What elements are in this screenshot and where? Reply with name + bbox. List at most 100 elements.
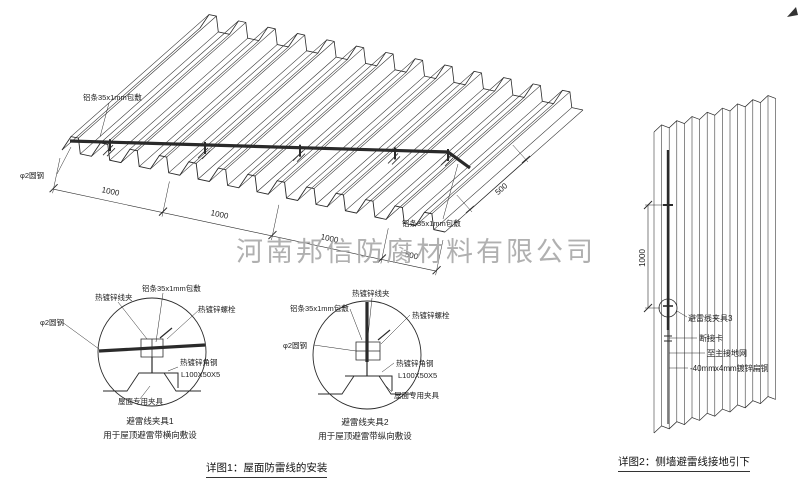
detail-1-clamp-horizontal: 热镀锌线夹 铝条35x1mm包敷 热镀锌螺栓 φ2圆钢 热镀锌角钢 L100X5… <box>40 283 236 440</box>
label-disconnect-link: 断接卡 <box>699 333 723 343</box>
detail-2-clamp-longitudinal: 铝条35x1mm包敷 热镀锌线夹 热镀锌螺栓 φ2圆钢 热镀锌角钢 L100X5… <box>283 288 450 441</box>
label-angle-steel: 热镀锌角钢 <box>396 358 434 368</box>
drawing-stroke <box>271 204 280 241</box>
drawing-stroke <box>70 14 210 137</box>
label-round-steel: φ2圆钢 <box>20 170 44 180</box>
drawing-stroke <box>286 75 425 199</box>
dim-text-1000-a: 1000 <box>101 185 121 198</box>
leader-line <box>167 366 179 372</box>
label-round-steel: φ2圆钢 <box>40 317 64 327</box>
wall-drawing: 1000 避雷线夹具3 断接卡 至主接地网 -40mmx4mm镀锌扁钢 <box>638 95 776 434</box>
detail-1-subtitle: 用于屋顶避雷带横向敷设 <box>103 430 197 440</box>
drawing-stroke <box>433 107 572 230</box>
label-flat-steel: -40mmx4mm镀锌扁钢 <box>690 363 769 373</box>
drawing-stroke <box>402 85 541 208</box>
drawing-stroke <box>343 72 482 196</box>
label-roof-fixture: 屋面专用夹具 <box>394 390 439 400</box>
clamp-bolt <box>159 327 173 339</box>
label-galv-bolt: 热镀锌螺栓 <box>198 304 236 314</box>
drawing-stroke <box>201 150 211 160</box>
leader-line <box>381 362 395 373</box>
drawing-stroke <box>139 44 278 167</box>
drawing-stroke <box>161 181 170 217</box>
label-galv-bolt: 热镀锌螺栓 <box>412 310 450 320</box>
drawing-stroke <box>209 59 348 182</box>
drawing-stroke <box>61 27 201 151</box>
label-aluminum-strip: 铝条35x1mm包敷 <box>290 303 349 313</box>
drawing-stroke <box>374 94 514 218</box>
label-angle-size: L100X50X5 <box>398 371 437 380</box>
roof-lightning-wire <box>69 139 471 170</box>
drawing-stroke <box>247 52 386 175</box>
drawing-stroke <box>227 63 366 186</box>
drawing-stroke <box>238 65 377 189</box>
leader-line <box>99 102 110 138</box>
drawing-stroke <box>107 22 247 145</box>
label-aluminum-strip-bottom: 铝条35x1mm包敷 <box>402 218 461 228</box>
drawing-stroke <box>80 31 219 155</box>
leader-line <box>367 297 373 337</box>
detail-2-circle <box>312 300 422 410</box>
roof-profile-section <box>103 372 201 392</box>
drawing-stroke <box>106 147 116 157</box>
caption-fig2: 详图2：侧墙避雷线接地引下 <box>618 454 750 472</box>
dim-text-500-bottom: 500 <box>404 250 419 262</box>
leader-line <box>166 308 201 340</box>
drawing-stroke <box>431 91 571 215</box>
drawing-stroke <box>61 136 446 233</box>
drawing-stroke <box>297 78 436 201</box>
drawing-stroke <box>456 194 473 213</box>
label-roof-fixture: 屋面专用夹具 <box>118 396 163 406</box>
drawing-stroke <box>179 53 319 176</box>
drawing-stroke <box>188 39 328 162</box>
drawing-stroke <box>100 20 239 144</box>
drawing-stroke <box>150 46 289 170</box>
drawing-stroke <box>653 95 776 133</box>
leader-line <box>56 146 72 175</box>
drawing-stroke <box>394 83 534 207</box>
roof-profile-section <box>318 375 416 395</box>
corner-mark <box>787 7 798 17</box>
drawing-stroke <box>78 15 217 139</box>
clamp-bolt <box>377 329 391 341</box>
drawing-stroke <box>512 144 529 163</box>
label-angle-steel: 热镀锌角钢 <box>180 357 218 367</box>
drawing-stroke <box>391 156 401 165</box>
leader-line <box>139 385 151 400</box>
leader-line <box>155 292 164 343</box>
caption-fig1: 详图1：屋面防雷线的安装 <box>206 460 328 478</box>
drawing-stroke <box>424 90 563 213</box>
dim-text-1000-c: 1000 <box>320 232 340 245</box>
drawing-stroke <box>435 239 444 276</box>
label-galv-clamp: 热镀锌线夹 <box>352 288 390 298</box>
drawing-stroke <box>166 34 305 158</box>
drawing-stroke <box>444 157 454 167</box>
detail-2-subtitle: 用于屋顶避雷带纵向敷设 <box>318 431 412 441</box>
drawing-stroke <box>102 144 114 156</box>
drawing-stroke <box>91 34 230 157</box>
label-round-steel-red: φ2圆钢 <box>283 340 307 350</box>
roof-isometric-corrugation <box>61 14 584 233</box>
label-aluminum-strip: 铝条35x1mm包敷 <box>142 283 201 293</box>
drawing-stroke <box>218 45 357 169</box>
wall-corrugation <box>653 95 776 434</box>
detail-1-circle <box>97 297 207 407</box>
drawing-stroke <box>372 79 512 202</box>
leader-line <box>442 163 459 220</box>
drawing-stroke <box>313 66 453 189</box>
detail-2-title: 避雷线夹具2 <box>341 417 389 427</box>
drawing-stroke <box>196 41 335 164</box>
dim-text-1000-b: 1000 <box>210 208 230 221</box>
label-wall-clamp3: 避雷线夹具3 <box>688 313 733 323</box>
drawing-stroke <box>404 101 543 224</box>
label-to-ground-grid: 至主接地网 <box>707 348 747 358</box>
drawing-stroke <box>335 71 475 194</box>
drawing-stroke <box>284 60 423 183</box>
drawing-stroke <box>256 69 396 192</box>
drawing-stroke <box>159 33 298 156</box>
drawing-stroke <box>653 396 776 434</box>
label-aluminum-strip-top: 铝条35x1mm包敷 <box>83 92 142 102</box>
leader-line <box>380 314 411 345</box>
roof-labels: 铝条35x1mm包敷 φ2圆钢 铝条35x1mm包敷 <box>20 92 461 228</box>
